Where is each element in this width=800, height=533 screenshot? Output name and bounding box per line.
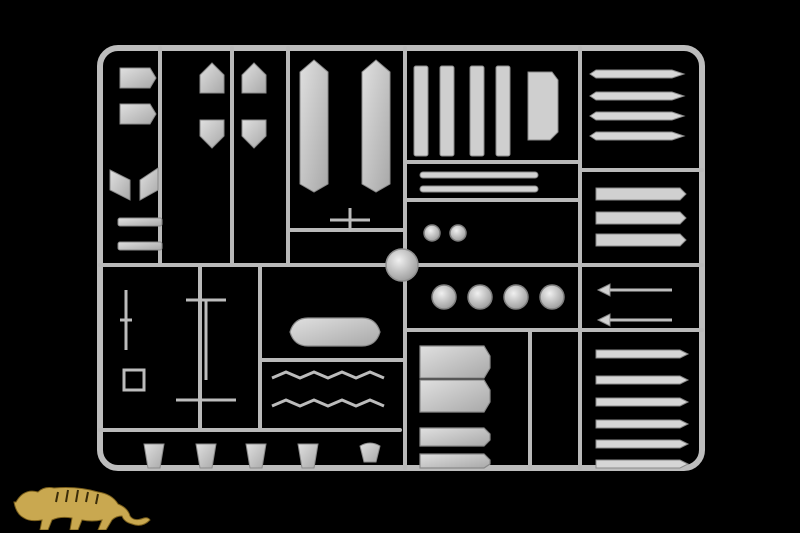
sprue-runners: [98, 46, 704, 470]
part-track-racks: [413, 65, 559, 157]
part-hull: [289, 317, 381, 347]
part-small-panels: [109, 62, 267, 251]
part-frameworks: [120, 208, 370, 402]
part-links: [271, 370, 385, 408]
tiger-stripes: [55, 489, 99, 505]
part-wheels: [423, 224, 565, 310]
sprue-hub: [385, 248, 419, 282]
tiger-silhouette: [13, 487, 151, 530]
part-long-plates: [299, 59, 391, 193]
tiger-logo: [13, 487, 151, 530]
part-fin-racks: [595, 187, 687, 247]
sprue-frame: [97, 45, 705, 471]
part-missiles-bottom: [595, 349, 690, 469]
part-trapezoids: [143, 442, 381, 469]
part-missiles-top: [589, 69, 686, 141]
part-arrows: [596, 283, 672, 327]
part-slats: [419, 171, 539, 193]
part-blocks: [419, 345, 491, 469]
